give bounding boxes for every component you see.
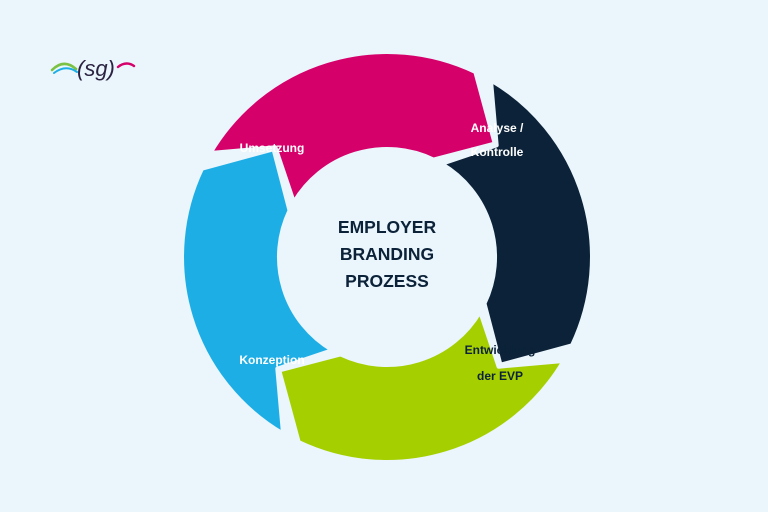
- cycle-segment-konzeption: [180, 147, 335, 436]
- logo-text: (sg): [77, 56, 115, 81]
- cycle-segment-entwicklung: [277, 309, 566, 464]
- segment-label-konzeption: Konzeption: [239, 353, 304, 367]
- cycle-segment-umsetzung: [208, 50, 497, 205]
- logo-swoosh-pink: [116, 62, 136, 69]
- segment-label-umsetzung: Umsetzung: [240, 141, 305, 155]
- cycle-segment-analyse: [439, 78, 594, 367]
- logo-swoosh-green: [50, 62, 78, 72]
- cycle-segments: [180, 50, 594, 464]
- segment-label-analyse: Analyse /Kontrolle: [471, 121, 524, 159]
- sg-logo: (sg): [50, 56, 136, 81]
- logo-swoosh-blue: [53, 67, 78, 74]
- center-circle: [281, 151, 493, 363]
